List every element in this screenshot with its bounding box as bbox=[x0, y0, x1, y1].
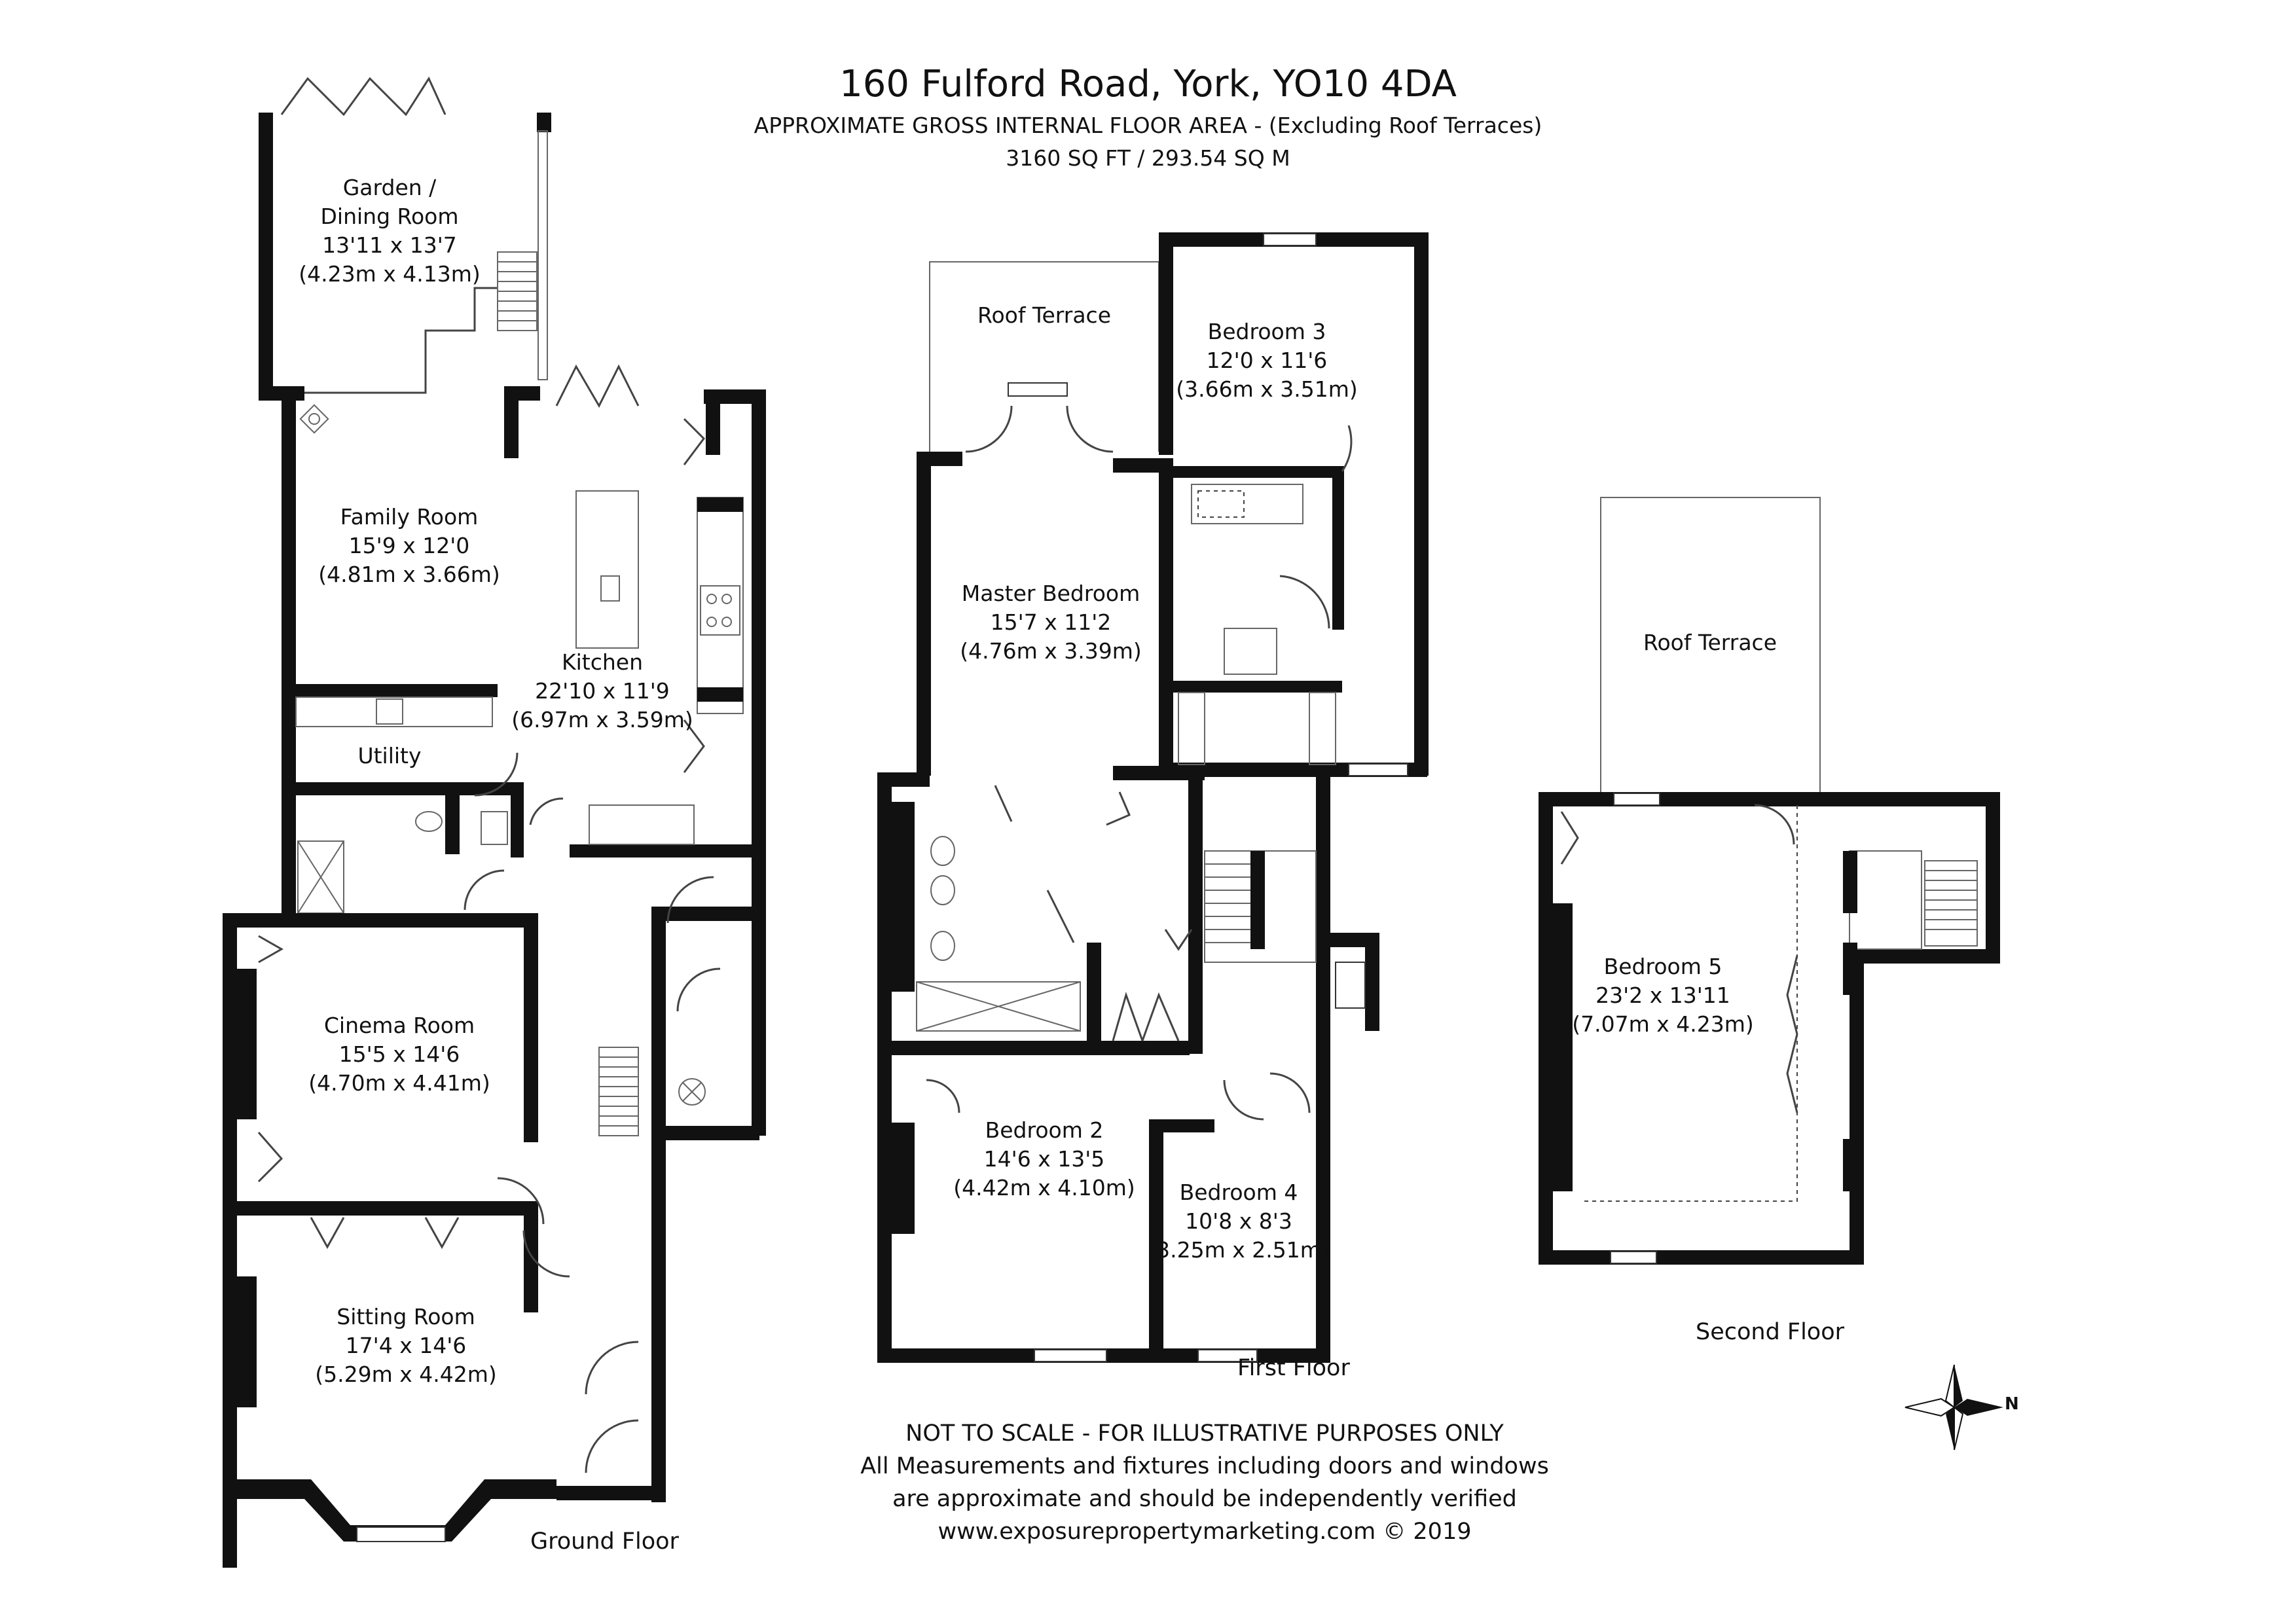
ground-floor-plan bbox=[223, 76, 766, 1568]
compass-north-label: N bbox=[2005, 1394, 2019, 1414]
room-bedroom-2: Bedroom 2 14'6 x 13'5 (4.42m x 4.10m) bbox=[953, 1117, 1135, 1200]
second-floor-label: Second Floor bbox=[1696, 1319, 1845, 1345]
room-garden-dining: Garden / Dining Room 13'11 x 13'7 (4.23m… bbox=[299, 175, 481, 287]
ground-floor-label: Ground Floor bbox=[530, 1528, 679, 1555]
disclaimer-line-2: All Measurements and fixtures including … bbox=[860, 1453, 1549, 1479]
room-utility: Utility bbox=[357, 743, 422, 768]
second-floor-stairs bbox=[1924, 860, 1978, 947]
room-cinema: Cinema Room 15'5 x 14'6 (4.70m x 4.41m) bbox=[308, 1013, 490, 1096]
room-master-bedroom: Master Bedroom 15'7 x 11'2 (4.76m x 3.39… bbox=[960, 581, 1142, 664]
room-kitchen: Kitchen 22'10 x 11'9 (6.97m x 3.59m) bbox=[511, 649, 693, 732]
disclaimer-line-1: NOT TO SCALE - FOR ILLUSTRATIVE PURPOSES… bbox=[905, 1420, 1504, 1447]
area-heading: APPROXIMATE GROSS INTERNAL FLOOR AREA - … bbox=[754, 113, 1542, 138]
room-roof-terrace-first: Roof Terrace bbox=[977, 302, 1112, 328]
first-floor-label: First Floor bbox=[1237, 1355, 1350, 1381]
disclaimer: NOT TO SCALE - FOR ILLUSTRATIVE PURPOSES… bbox=[838, 1417, 1571, 1548]
ceiling-fan-icon bbox=[299, 404, 329, 434]
ground-stairs bbox=[598, 1047, 639, 1136]
compass-rose bbox=[1904, 1364, 2003, 1451]
first-floor-stairs bbox=[1204, 850, 1317, 963]
room-roof-terrace-second: Roof Terrace bbox=[1643, 630, 1777, 655]
disclaimer-line-3: are approximate and should be independen… bbox=[892, 1486, 1517, 1512]
second-floor-plan bbox=[1539, 497, 2000, 1265]
area-total: 3160 SQ FT / 293.54 SQ M bbox=[1006, 145, 1290, 171]
first-floor-plan bbox=[877, 232, 1429, 1363]
room-sitting: Sitting Room 17'4 x 14'6 (5.29m x 4.42m) bbox=[315, 1304, 497, 1387]
garden-steps bbox=[497, 251, 538, 331]
room-bedroom-5: Bedroom 5 23'2 x 13'11 (7.07m x 4.23m) bbox=[1572, 954, 1754, 1037]
room-bedroom-4: Bedroom 4 10'8 x 8'3 (3.25m x 2.51m) bbox=[1148, 1180, 1330, 1263]
property-address: 160 Fulford Road, York, YO10 4DA bbox=[839, 63, 1457, 105]
room-bedroom-3: Bedroom 3 12'0 x 11'6 (3.66m x 3.51m) bbox=[1176, 319, 1358, 402]
room-family: Family Room 15'9 x 12'0 (4.81m x 3.66m) bbox=[318, 504, 500, 587]
website-credit: www.exposurepropertymarketing.com © 2019 bbox=[938, 1519, 1472, 1545]
